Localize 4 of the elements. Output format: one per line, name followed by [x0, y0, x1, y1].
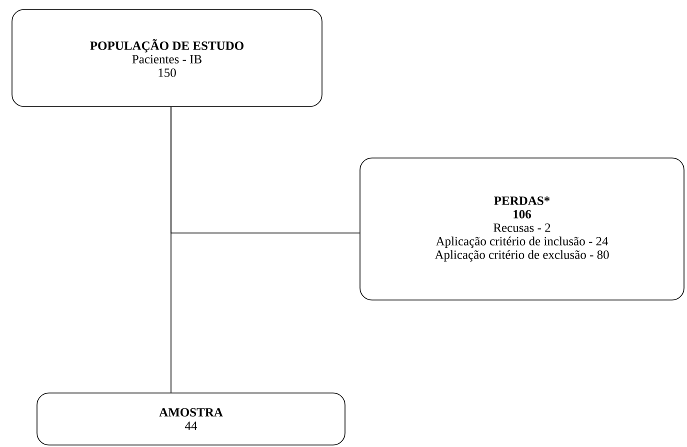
flow-box: POPULAÇÃO DE ESTUDO Pacientes - IB 150	[12, 9, 322, 107]
connector-line	[170, 106, 172, 393]
flow-box: PERDAS* 106 Recusas - 2 Aplicação critério de inclusão - 24 Aplicação critério de exclusão - 80	[360, 158, 684, 300]
flow-box: AMOSTRA 44	[36, 392, 346, 446]
